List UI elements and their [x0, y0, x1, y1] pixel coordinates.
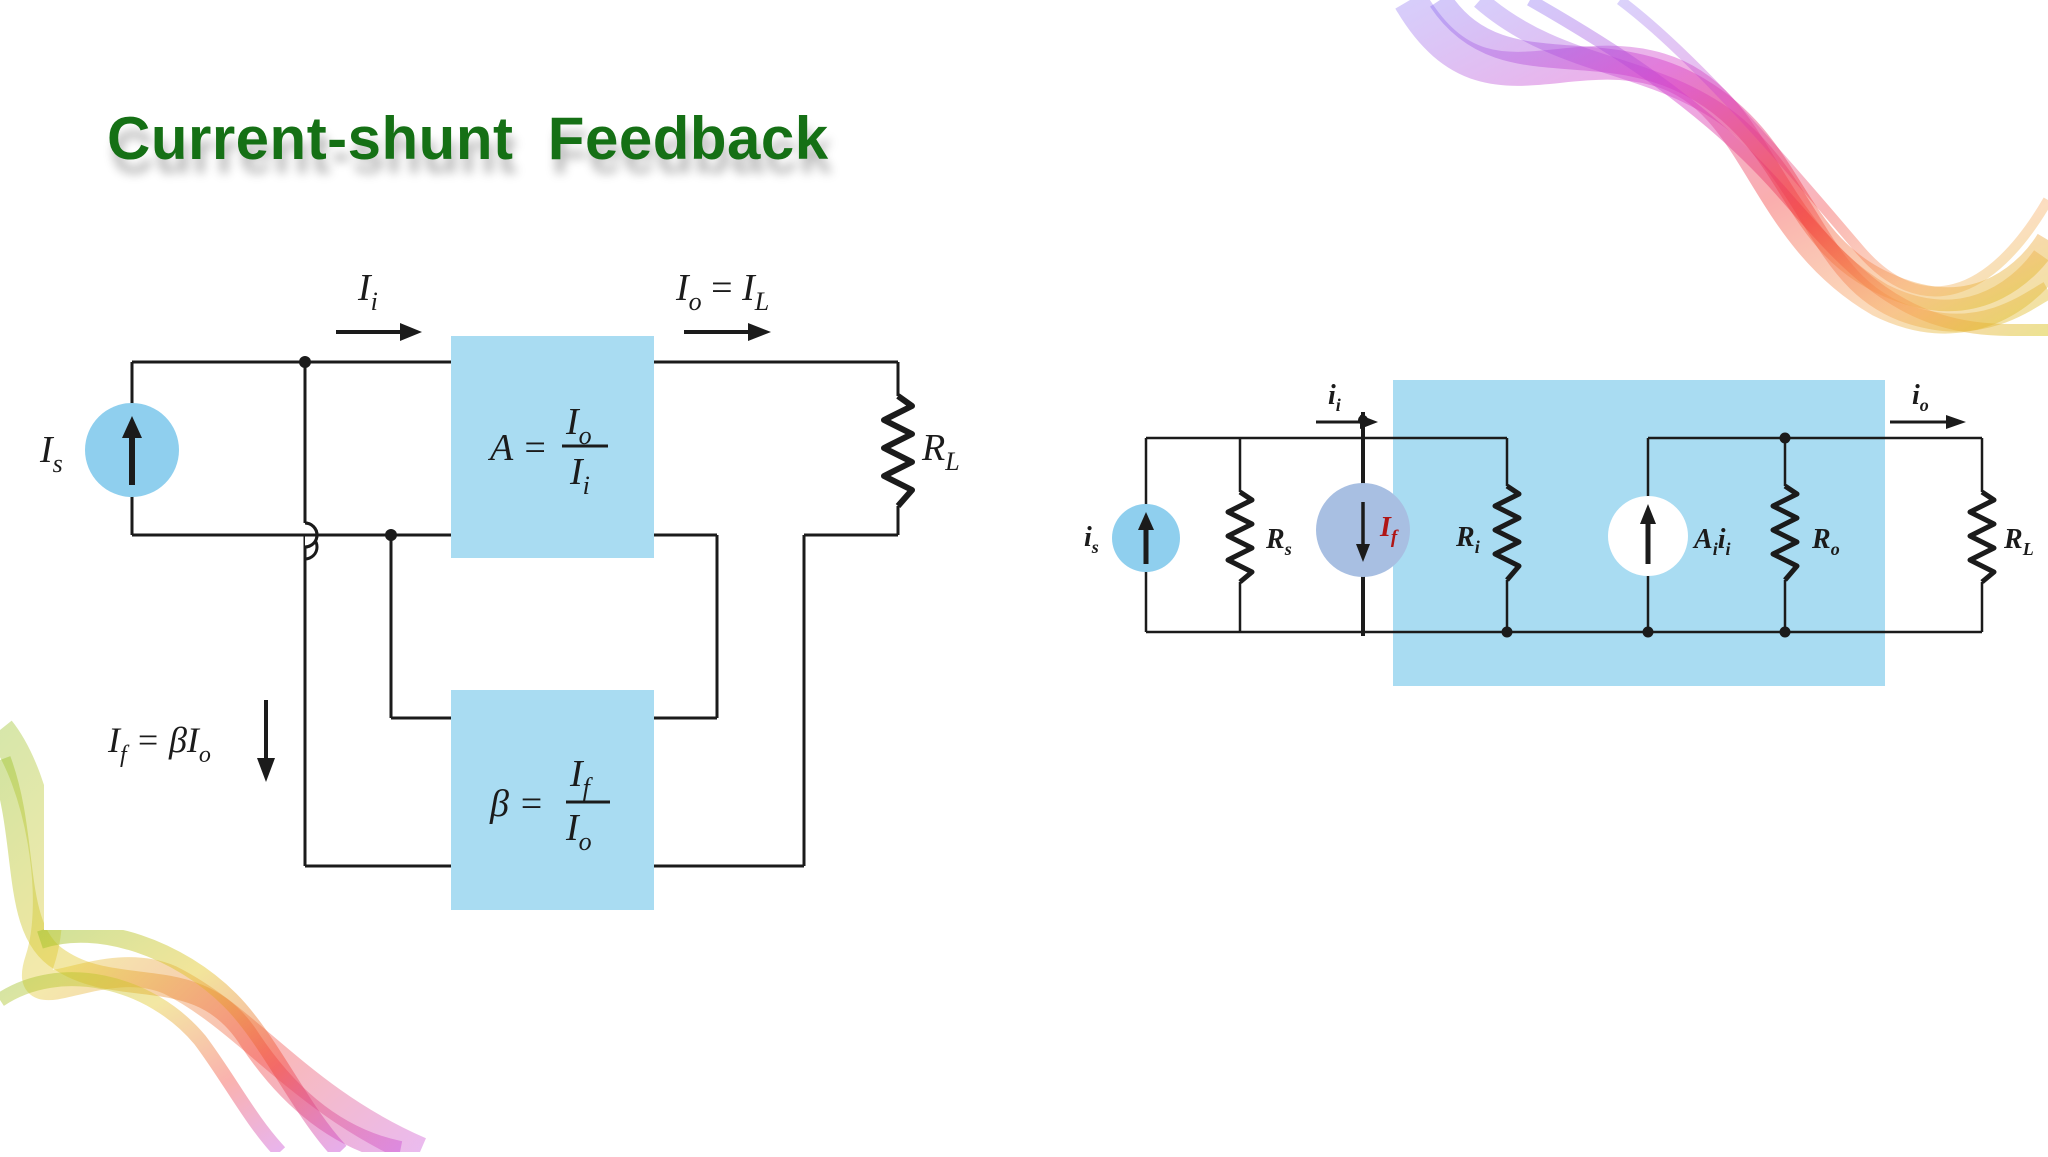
- image-frame-bottom-left: [44, 764, 244, 930]
- label-ii: ii: [1328, 380, 1341, 415]
- junction-dot: [299, 356, 311, 368]
- resistor-ro: [1770, 483, 1800, 582]
- arrow-right-icon: [1316, 415, 1378, 429]
- label-Rs: Rs: [1265, 524, 1292, 559]
- up-arrow-icon: [122, 416, 142, 485]
- label-io: io: [1912, 380, 1929, 415]
- feedback-block: [451, 690, 654, 910]
- formula-A-numerator: Io: [565, 401, 592, 450]
- label-If-eq-beta-Io: If = βIo: [107, 720, 211, 768]
- label-Ii: Ii: [357, 267, 378, 316]
- label-Ri: Ri: [1455, 522, 1480, 557]
- junction-dot: [1779, 432, 1791, 444]
- junction-dot: [1779, 626, 1791, 638]
- arrow-right-icon: [1890, 415, 1966, 429]
- arrow-right-icon: [336, 323, 422, 341]
- resistor-rs: [1225, 489, 1255, 584]
- formula-beta-lhs: β =: [489, 783, 544, 825]
- decorative-wave-top-right: [1395, 0, 2048, 336]
- right-wires: [1144, 436, 1984, 634]
- load-resistor: [881, 393, 915, 508]
- label-If: If: [1379, 512, 1399, 548]
- down-arrow-icon: [1356, 502, 1370, 562]
- arrow-right-icon: [684, 323, 771, 341]
- formula-beta-denominator: Io: [565, 807, 592, 856]
- label-Io-eq-IL: Io = IL: [675, 267, 769, 316]
- up-arrow-icon: [1138, 512, 1154, 564]
- left-circuit-diagram: Ii Io = IL Is RL If = βIo A = Io Ii β = …: [39, 267, 960, 910]
- junction-dot: [1642, 626, 1654, 638]
- label-RL: RL: [2003, 524, 2034, 559]
- formula-beta-numerator: If: [569, 753, 594, 802]
- junction-dot: [1501, 626, 1513, 638]
- slide-title: Current-shunt Feedback: [107, 105, 829, 172]
- resistor-ri: [1492, 483, 1522, 582]
- decorative-wave-bottom-left: [0, 720, 426, 1157]
- formula-A-lhs: A =: [487, 427, 548, 469]
- junction-dot: [385, 529, 397, 541]
- formula-A-denominator: Ii: [569, 451, 590, 500]
- right-circuit-diagram: ii io is Rs If Ri Aiii Ro RL: [1084, 380, 2034, 686]
- amplifier-block: [451, 336, 654, 558]
- wire-crossover-hop: [304, 521, 319, 549]
- label-Is: Is: [39, 429, 63, 478]
- label-Ai-ii: Aiii: [1692, 524, 1731, 559]
- label-Ro: Ro: [1811, 524, 1840, 559]
- label-is: is: [1084, 522, 1099, 557]
- arrow-down-icon: [257, 700, 275, 782]
- resistor-rl: [1967, 489, 1997, 584]
- up-arrow-icon: [1640, 504, 1656, 564]
- label-RL: RL: [921, 427, 960, 476]
